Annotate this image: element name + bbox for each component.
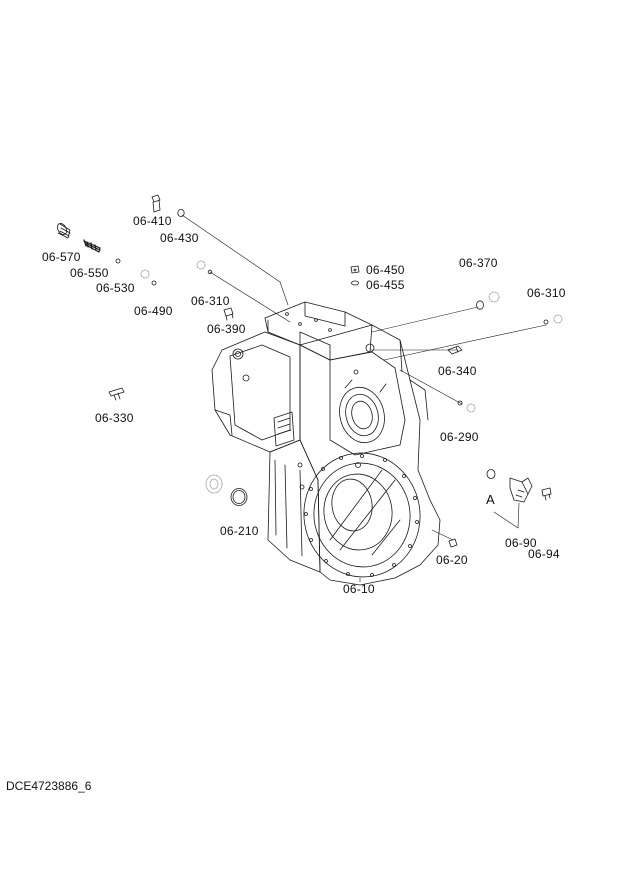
part-06-430-oring [177, 208, 185, 217]
part-label-06-310-right: 06-310 [527, 286, 566, 300]
part-label-06-210: 06-210 [220, 524, 259, 538]
part-06-340-fitting [447, 345, 463, 355]
part-label-06-370: 06-370 [459, 256, 498, 270]
part-06-94-bolt [541, 487, 552, 501]
part-label-06-290: 06-290 [440, 430, 479, 444]
part-06-310-plug-left [196, 260, 213, 275]
part-label-06-430: 06-430 [160, 231, 199, 245]
part-label-06-90: 06-90 [505, 536, 537, 550]
part-06-370-oring [476, 291, 500, 310]
part-06-570-plug [57, 223, 71, 239]
part-label-06-570: 06-570 [42, 250, 81, 264]
part-label-06-410: 06-410 [133, 214, 172, 228]
part-06-455-washer [351, 280, 359, 286]
part-label-06-390: 06-390 [207, 322, 246, 336]
part-label-06-20: 06-20 [436, 553, 468, 567]
detail-marker-a: A [486, 492, 495, 507]
leader-lines [181, 214, 547, 583]
part-label-06-530: 06-530 [96, 281, 135, 295]
flange-bolt-holes [304, 454, 419, 577]
part-06-20-plug [448, 538, 458, 548]
part-label-06-490: 06-490 [134, 304, 173, 318]
part-06-310-plug-right [543, 314, 563, 325]
document-id: DCE4723886_6 [6, 779, 92, 793]
part-06-290-plug [457, 400, 476, 413]
part-06-490-plug [140, 269, 157, 286]
part-label-06-330: 06-330 [95, 411, 134, 425]
part-06-530-ball [115, 258, 121, 264]
part-label-06-455: 06-455 [366, 278, 405, 292]
part-06-390-plug [223, 307, 234, 321]
part-label-06-340: 06-340 [438, 364, 477, 378]
part-label-06-94: 06-94 [528, 547, 560, 561]
part-06-90-sensor [486, 469, 533, 503]
transmission-housing [211, 301, 441, 586]
part-06-210-oring [205, 474, 248, 506]
part-label-06-550: 06-550 [70, 266, 109, 280]
part-06-330-breather [108, 387, 125, 401]
part-06-450-plug [350, 265, 360, 274]
part-label-06-310-left: 06-310 [191, 294, 230, 308]
part-06-410-bolt [151, 194, 161, 213]
part-label-06-450: 06-450 [366, 263, 405, 277]
part-06-550-spring [83, 239, 101, 253]
part-label-06-10: 06-10 [343, 582, 375, 596]
